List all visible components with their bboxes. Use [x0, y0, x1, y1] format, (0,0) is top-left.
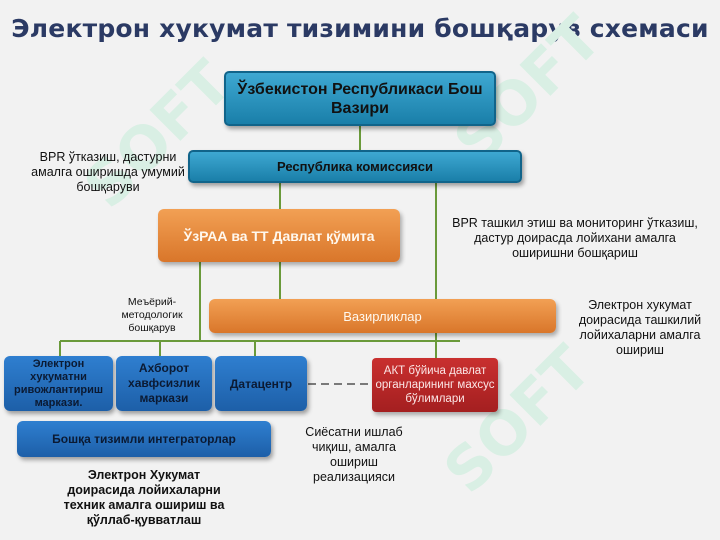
- security-center-box: Ахборот хавфсизлик маркази: [116, 356, 212, 411]
- egov-projects-note: Электрон хукумат доирасида ташкилий лойи…: [578, 298, 702, 357]
- committee-box: ЎзРАА ва ТТ Давлат қўмита: [158, 209, 400, 262]
- integrators-box: Бошқа тизимли интеграторлар: [17, 421, 271, 457]
- egov-center-box: Электрон хукуматни ривожлантириш маркази…: [4, 356, 113, 411]
- methodology-note: Меъёрий-методологик бошқарув: [121, 296, 183, 334]
- policy-note: Сиёсатни ишлаб чиқиш, амалга ошириш реал…: [305, 425, 403, 484]
- prime-minister-box: Ўзбекистон Республикаси Бош Вазири: [224, 71, 496, 126]
- page-title: Электрон хукумат тизимини бошқарув схема…: [11, 14, 709, 43]
- datacenter-box: Датацентр: [215, 356, 307, 411]
- commission-box: Республика комиссияси: [188, 150, 522, 183]
- tech-support-note: Электрон Хукумат доирасида лойихаларни т…: [63, 468, 225, 527]
- bpr-monitoring-note: BPR ташкил этиш ва мониторинг ўтказиш, д…: [452, 216, 698, 260]
- ministries-box: Вазирликлар: [209, 299, 556, 333]
- bpr-management-note: BPR ўтказиш, дастурни амалга оширишда ум…: [31, 150, 185, 194]
- ict-units-box: АКТ бўйича давлат органларининг махсус б…: [372, 358, 498, 412]
